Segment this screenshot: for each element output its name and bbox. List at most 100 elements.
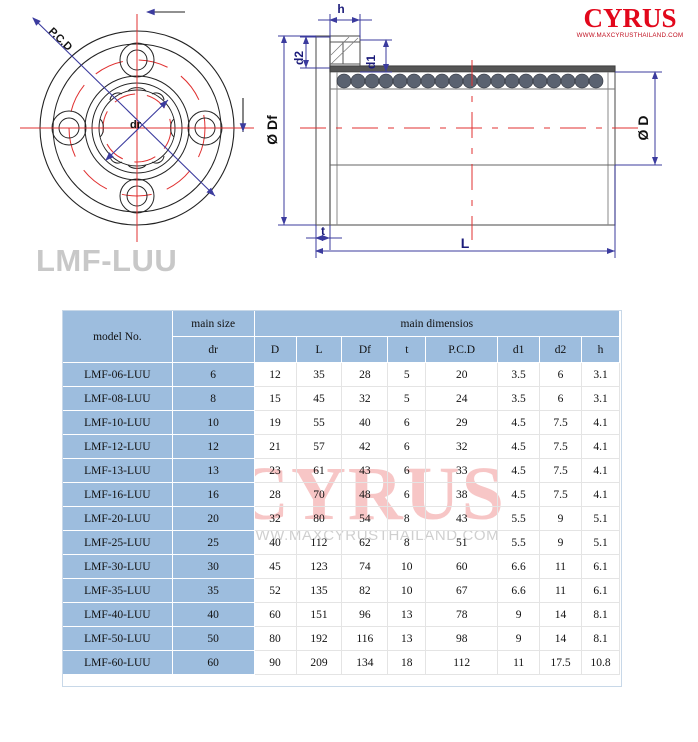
column-header-t: t bbox=[387, 336, 427, 363]
cell-model: LMF-16-LUU bbox=[62, 482, 173, 507]
dim-d-label: Ø D bbox=[635, 116, 651, 141]
cell-df: 43 bbox=[341, 458, 389, 483]
cell-l: 80 bbox=[295, 506, 343, 531]
cell-l: 57 bbox=[295, 434, 343, 459]
header-main-size: main size bbox=[171, 310, 255, 337]
cell-d: 21 bbox=[253, 434, 297, 459]
cell-t: 8 bbox=[387, 506, 427, 531]
cell-l: 135 bbox=[295, 578, 343, 603]
cell-model: LMF-06-LUU bbox=[62, 362, 173, 387]
cell-l: 192 bbox=[295, 626, 343, 651]
section-side-view: h d2 d1 Ø Df Ø D t L bbox=[264, 2, 662, 258]
cell-pcd: 78 bbox=[425, 602, 499, 627]
cell-d2: 7.5 bbox=[539, 482, 582, 507]
cell-d: 23 bbox=[253, 458, 297, 483]
column-header-df: Df bbox=[341, 336, 389, 363]
cell-dr: 6 bbox=[171, 362, 255, 387]
cell-dr: 16 bbox=[171, 482, 255, 507]
cell-h: 3.1 bbox=[581, 386, 620, 411]
front-flange-view: P.C.D dr bbox=[20, 8, 254, 242]
cell-t: 10 bbox=[387, 578, 427, 603]
cell-d1: 3.5 bbox=[497, 386, 541, 411]
cell-df: 116 bbox=[341, 626, 389, 651]
technical-drawing: P.C.D dr bbox=[0, 0, 698, 295]
cell-d: 80 bbox=[253, 626, 297, 651]
cell-d2: 14 bbox=[539, 626, 582, 651]
cell-d1: 5.5 bbox=[497, 530, 541, 555]
cell-d2: 9 bbox=[539, 506, 582, 531]
cell-df: 62 bbox=[341, 530, 389, 555]
cell-t: 6 bbox=[387, 458, 427, 483]
cell-d1: 9 bbox=[497, 602, 541, 627]
part-title: LMF-LUU bbox=[36, 243, 178, 278]
cell-d2: 6 bbox=[539, 362, 582, 387]
cell-d: 90 bbox=[253, 650, 297, 675]
column-header-pcd: P.C.D bbox=[425, 336, 499, 363]
cell-pcd: 60 bbox=[425, 554, 499, 579]
cell-d1: 4.5 bbox=[497, 410, 541, 435]
cell-t: 5 bbox=[387, 386, 427, 411]
dim-l-label: L bbox=[461, 235, 470, 251]
cell-df: 74 bbox=[341, 554, 389, 579]
cell-h: 5.1 bbox=[581, 506, 620, 531]
cell-d2: 7.5 bbox=[539, 434, 582, 459]
cell-t: 8 bbox=[387, 530, 427, 555]
cell-model: LMF-25-LUU bbox=[62, 530, 173, 555]
cell-d2: 6 bbox=[539, 386, 582, 411]
cell-l: 35 bbox=[295, 362, 343, 387]
cell-pcd: 20 bbox=[425, 362, 499, 387]
cell-dr: 40 bbox=[171, 602, 255, 627]
cell-model: LMF-08-LUU bbox=[62, 386, 173, 411]
cell-d1: 4.5 bbox=[497, 482, 541, 507]
cell-h: 8.1 bbox=[581, 602, 620, 627]
dim-t-label: t bbox=[321, 224, 325, 238]
cell-d1: 6.6 bbox=[497, 554, 541, 579]
specification-table: model No. main size main dimensios dr D … bbox=[62, 310, 621, 675]
cell-pcd: 98 bbox=[425, 626, 499, 651]
cell-h: 5.1 bbox=[581, 530, 620, 555]
cell-t: 6 bbox=[387, 410, 427, 435]
cell-l: 151 bbox=[295, 602, 343, 627]
cell-d2: 9 bbox=[539, 530, 582, 555]
cell-pcd: 112 bbox=[425, 650, 499, 675]
cell-t: 6 bbox=[387, 482, 427, 507]
cell-dr: 8 bbox=[171, 386, 255, 411]
cell-d1: 9 bbox=[497, 626, 541, 651]
cell-d: 32 bbox=[253, 506, 297, 531]
cell-d1: 4.5 bbox=[497, 458, 541, 483]
cell-model: LMF-20-LUU bbox=[62, 506, 173, 531]
cell-df: 134 bbox=[341, 650, 389, 675]
cell-h: 10.8 bbox=[581, 650, 620, 675]
cell-pcd: 38 bbox=[425, 482, 499, 507]
cell-h: 4.1 bbox=[581, 482, 620, 507]
cell-dr: 60 bbox=[171, 650, 255, 675]
cell-d2: 11 bbox=[539, 554, 582, 579]
cell-model: LMF-50-LUU bbox=[62, 626, 173, 651]
cell-d1: 6.6 bbox=[497, 578, 541, 603]
cell-model: LMF-13-LUU bbox=[62, 458, 173, 483]
column-header-d1: d1 bbox=[497, 336, 541, 363]
logo-url: WWW.MAXCYRUSTHAILAND.COM bbox=[576, 32, 684, 39]
cell-d: 15 bbox=[253, 386, 297, 411]
dim-d2-label: d2 bbox=[292, 51, 306, 65]
cell-df: 40 bbox=[341, 410, 389, 435]
cell-d: 45 bbox=[253, 554, 297, 579]
cell-t: 18 bbox=[387, 650, 427, 675]
cell-h: 4.1 bbox=[581, 410, 620, 435]
cell-d1: 11 bbox=[497, 650, 541, 675]
cell-df: 48 bbox=[341, 482, 389, 507]
dr-label: dr bbox=[130, 119, 142, 131]
cell-df: 42 bbox=[341, 434, 389, 459]
cell-pcd: 51 bbox=[425, 530, 499, 555]
